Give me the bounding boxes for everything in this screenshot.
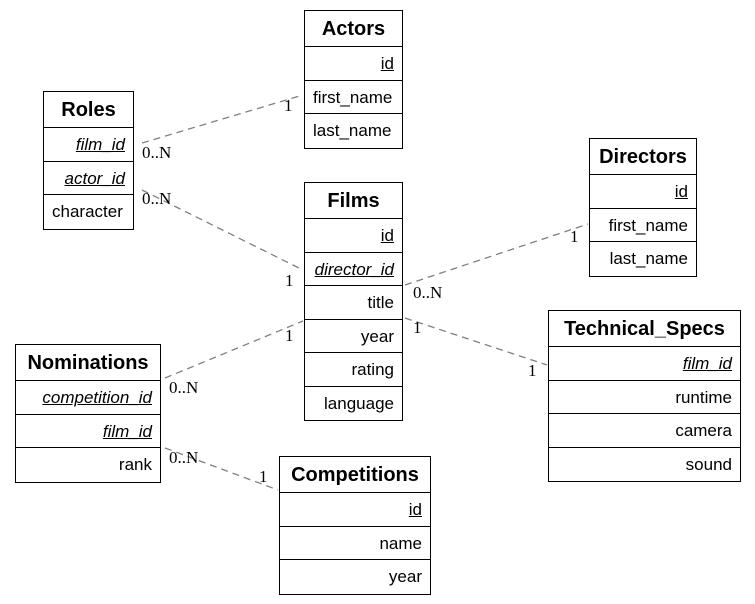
entity-title: Technical_Specs	[549, 311, 740, 347]
attr-title: title	[305, 286, 402, 320]
entity-technical-specs[interactable]: Technical_Specs film_id runtime camera s…	[548, 310, 741, 482]
attr-id: id	[380, 54, 394, 73]
entity-title: Roles	[44, 92, 133, 128]
card-roles-actors-one: 1	[284, 96, 293, 115]
attr-rank: rank	[118, 455, 152, 474]
entity-title: Actors	[305, 11, 402, 47]
attr-competition-id: competition_id	[42, 388, 152, 407]
attr-film-id: film_id	[75, 135, 125, 154]
card-nominations-films-many: 0..N	[169, 378, 198, 397]
card-roles-films-one: 1	[285, 271, 294, 290]
card-nominations-films-one: 1	[285, 326, 294, 345]
entity-nominations[interactable]: Nominations competition_id film_id rank	[15, 344, 161, 483]
card-roles-actors-many: 0..N	[142, 143, 171, 162]
entity-title: Competitions	[280, 457, 430, 493]
attr-last-name: last_name	[609, 249, 688, 268]
card-films-directors-one: 1	[570, 227, 579, 246]
card-roles-films-many: 0..N	[142, 189, 171, 208]
entity-actors[interactable]: Actors id first_name last_name	[304, 10, 403, 149]
attr-id: id	[380, 226, 394, 245]
attr-director-id: director_id	[314, 259, 394, 279]
attr-camera: camera	[549, 414, 740, 448]
link-films-technical-specs	[404, 317, 548, 366]
card-films-directors-many: 0..N	[413, 283, 442, 302]
attr-rating: rating	[305, 353, 402, 387]
link-films-directors	[404, 223, 589, 286]
attr-id: id	[674, 182, 688, 201]
entity-films[interactable]: Films id director_id title year rating l…	[304, 182, 403, 421]
attr-film-id: film_id	[682, 354, 732, 373]
attr-language: language	[324, 393, 394, 413]
entity-roles[interactable]: Roles film_id actor_id character	[43, 91, 134, 230]
attr-character: character	[52, 202, 123, 221]
link-nominations-competitions	[164, 447, 279, 491]
attr-actor-id: actor_id	[64, 168, 125, 188]
entity-title: Nominations	[16, 345, 160, 381]
attr-id: id	[408, 500, 422, 519]
link-nominations-films	[164, 320, 304, 379]
attr-film-id: film_id	[102, 421, 152, 441]
attr-last-name: last_name	[313, 121, 392, 140]
attr-year: year	[305, 320, 402, 353]
card-films-specs-one-a: 1	[413, 318, 422, 337]
attr-first-name: first_name	[590, 209, 696, 242]
entity-title: Directors	[590, 139, 696, 175]
card-films-specs-one-b: 1	[528, 361, 537, 380]
link-roles-actors	[141, 94, 304, 144]
attr-year: year	[388, 567, 422, 586]
entity-competitions[interactable]: Competitions id name year	[279, 456, 431, 595]
attr-runtime: runtime	[549, 381, 740, 414]
attr-name: name	[280, 527, 430, 560]
entity-title: Films	[305, 183, 402, 219]
attr-first-name: first_name	[305, 81, 402, 114]
card-nominations-competitions-one: 1	[259, 467, 268, 486]
entity-directors[interactable]: Directors id first_name last_name	[589, 138, 697, 277]
card-nominations-competitions-many: 0..N	[169, 448, 198, 467]
attr-sound: sound	[685, 454, 732, 474]
link-roles-films	[141, 189, 304, 271]
